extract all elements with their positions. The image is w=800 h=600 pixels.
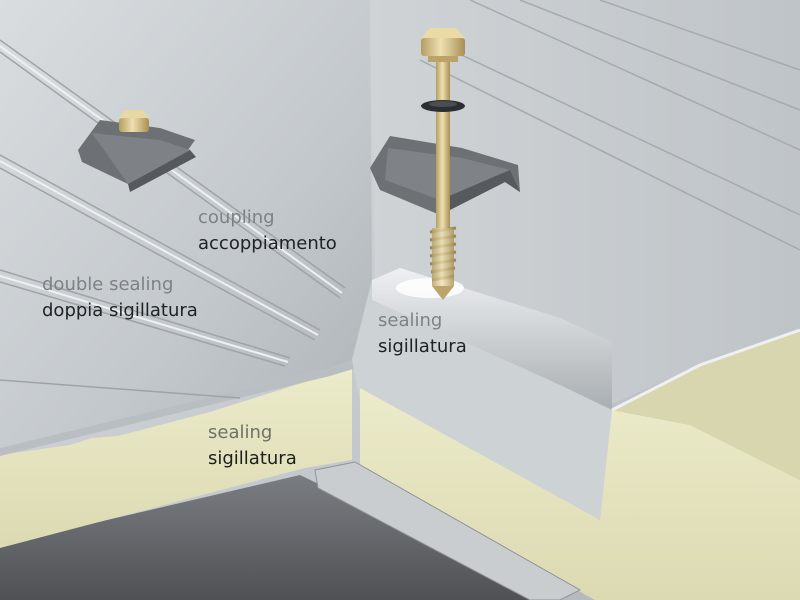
label-sealing-top-it: sigillatura [378, 336, 467, 357]
label-sealing-bottom-en: sealing [208, 422, 273, 443]
right-panel-ribs [419, 0, 800, 251]
left-panel-foam [0, 368, 352, 548]
joint-gutter [314, 461, 582, 600]
joint-cap-side [352, 280, 612, 520]
left-fastener [78, 110, 196, 192]
label-double-sealing: double sealing doppia sigillatura [42, 272, 198, 324]
left-panel-edge [0, 360, 356, 456]
left-panel-ribs [0, 39, 346, 399]
label-sealing-bottom: sealing sigillatura [208, 420, 297, 472]
label-sealing-top-en: sealing [378, 310, 443, 331]
label-double-sealing-it: doppia sigillatura [42, 300, 198, 321]
label-sealing-bottom-it: sigillatura [208, 448, 297, 469]
label-coupling-it: accoppiamento [198, 233, 337, 254]
label-coupling: coupling accoppiamento [198, 205, 337, 257]
right-fastener [370, 28, 520, 300]
joint-cap-top [372, 268, 612, 410]
right-panel-foam-edge [612, 330, 800, 480]
label-double-sealing-en: double sealing [42, 274, 174, 295]
label-sealing-top: sealing sigillatura [378, 308, 467, 360]
right-panel-foam [360, 388, 800, 600]
label-coupling-en: coupling [198, 207, 275, 228]
right-panel-ridge-line [611, 328, 800, 412]
underside-floor [0, 475, 560, 600]
